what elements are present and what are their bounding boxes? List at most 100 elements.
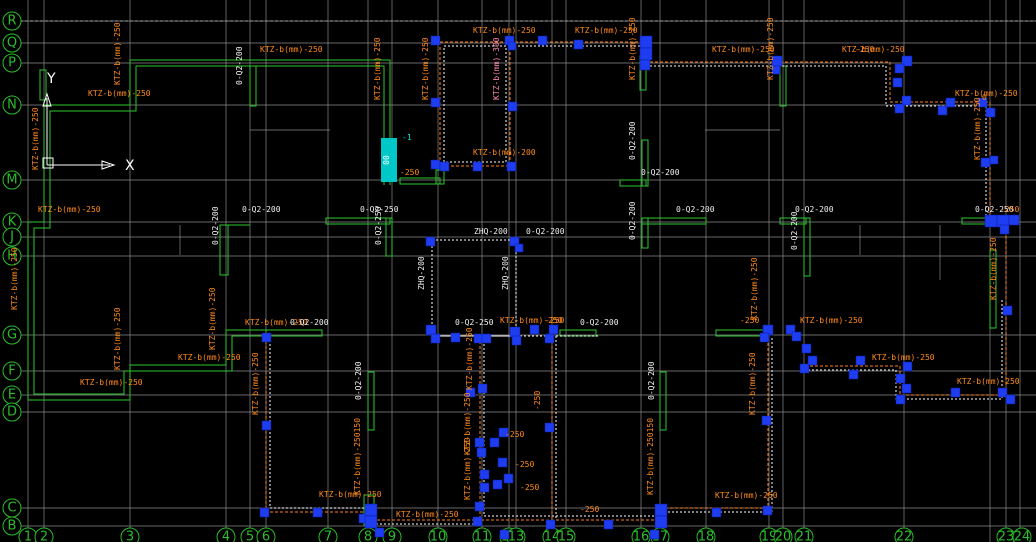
svg-text:5: 5	[246, 530, 254, 542]
svg-text:10: 10	[430, 530, 447, 542]
svg-text:KTZ-b(mm)-250: KTZ-b(mm)-250	[260, 45, 323, 54]
svg-text:-250: -250	[740, 316, 759, 325]
axis-bubble-col[interactable]: 24	[1012, 527, 1032, 542]
svg-text:-250: -250	[545, 316, 564, 325]
axis-bubble-col[interactable]: 22	[894, 527, 914, 542]
svg-text:M: M	[6, 173, 17, 188]
svg-text:14: 14	[544, 530, 561, 542]
svg-text:9: 9	[388, 530, 396, 542]
svg-text:0-Q2-200: 0-Q2-200	[790, 211, 799, 250]
svg-text:KTZ-b(mm)-250: KTZ-b(mm)-250	[113, 22, 122, 85]
axis-bubble-col[interactable]: 2	[34, 527, 54, 542]
axis-bubble-col[interactable]: 1	[18, 527, 38, 542]
svg-text:F: F	[8, 364, 15, 379]
axis-bubble-col[interactable]: 10	[428, 527, 448, 542]
svg-text:20: 20	[775, 530, 792, 542]
svg-text:KTZ-b(mm)-250: KTZ-b(mm)-250	[319, 490, 382, 499]
axis-bubble-col[interactable]: 20	[773, 527, 793, 542]
axis-bubble-col[interactable]: 3	[120, 527, 140, 542]
svg-text:R: R	[7, 14, 16, 29]
svg-text:KTZ-b(mm)-250: KTZ-b(mm)-250	[575, 26, 638, 35]
svg-text:-250: -250	[1000, 205, 1019, 214]
svg-text:KTZ-b(mm)-250: KTZ-b(mm)-250	[748, 352, 757, 415]
svg-text:KTZ-b(mm)-250: KTZ-b(mm)-250	[245, 318, 308, 327]
svg-text:KTZ-b(mm)-250: KTZ-b(mm)-250	[955, 89, 1018, 98]
axis-bubble-col[interactable]: 19	[759, 527, 779, 542]
axis-bubble-row[interactable]: B	[2, 516, 22, 536]
svg-text:11: 11	[474, 530, 491, 542]
svg-text:KTZ-b(mm)-250: KTZ-b(mm)-250	[973, 97, 982, 160]
svg-text:KTZ-b(mm)-250: KTZ-b(mm)-250	[373, 37, 382, 100]
axis-bubble-col[interactable]: 8	[358, 527, 378, 542]
axis-bubble-row[interactable]: H	[2, 246, 22, 266]
annotations: KTZ-b(mm)-250 KTZ-b(mm)-250 KTZ-b(mm)-25…	[10, 17, 1020, 519]
svg-text:22: 22	[896, 530, 913, 542]
axis-bubble-row[interactable]: G	[2, 325, 22, 345]
svg-text:3: 3	[126, 530, 134, 542]
svg-text:P: P	[8, 56, 16, 71]
walls	[27, 55, 997, 526]
svg-text:KTZ-b(mm)-250: KTZ-b(mm)-250	[88, 89, 151, 98]
svg-text:KTZ-b(mm)-250: KTZ-b(mm)-250	[31, 107, 40, 170]
axis-bubble-col[interactable]: 9	[382, 527, 402, 542]
axis-bubble-col[interactable]: 13	[506, 527, 526, 542]
svg-text:KTZ-b(mm)-250: KTZ-b(mm)-250	[463, 392, 472, 455]
axis-bubble-col[interactable]: 11	[472, 527, 492, 542]
axis-bubble-row[interactable]: P	[2, 53, 22, 73]
axis-bubble-col[interactable]: 23	[996, 527, 1016, 542]
svg-text:24: 24	[1014, 530, 1031, 542]
axis-bubble-col[interactable]: 14	[542, 527, 562, 542]
svg-text:4: 4	[222, 530, 230, 542]
svg-text:KTZ-b(mm)-250: KTZ-b(mm)-250	[989, 237, 998, 300]
svg-text:0-Q2-250: 0-Q2-250	[374, 206, 383, 245]
ucs-y-label: Y	[46, 71, 56, 87]
svg-text:H: H	[7, 249, 17, 264]
svg-text:0-Q2-200: 0-Q2-200	[628, 121, 637, 160]
axis-bubble-col[interactable]: 21	[794, 527, 814, 542]
svg-text:0-Q2-200: 0-Q2-200	[641, 168, 680, 177]
svg-text:ZHQ-200: ZHQ-200	[474, 227, 508, 236]
axis-bubble-col[interactable]: 16	[631, 527, 651, 542]
beams	[265, 41, 1007, 525]
svg-text:0-Q2-200: 0-Q2-200	[235, 46, 244, 85]
svg-text:15: 15	[558, 530, 575, 542]
svg-text:KTZ-b(mm)-250: KTZ-b(mm)-250	[715, 491, 778, 500]
axis-bubble-row[interactable]: F	[2, 361, 22, 381]
svg-text:-250: -250	[515, 460, 534, 469]
axis-bubble-col[interactable]: 15	[556, 527, 576, 542]
svg-text:-250: -250	[505, 430, 524, 439]
svg-text:ZHQ-200: ZHQ-200	[417, 256, 426, 290]
svg-text:KTZ-b(mm)-250: KTZ-b(mm)-250	[500, 316, 563, 325]
svg-text:0-Q2-200: 0-Q2-200	[354, 361, 363, 400]
axis-bubble-col[interactable]: 18	[696, 527, 716, 542]
svg-text:19: 19	[761, 530, 778, 542]
selected-element[interactable]: 00 -1	[381, 133, 412, 182]
svg-text:0-Q2-200: 0-Q2-200	[211, 206, 220, 245]
axis-bubble-row[interactable]: N	[2, 95, 22, 115]
axis-bubble-row[interactable]: J	[2, 227, 22, 247]
axis-grid	[20, 0, 1036, 542]
svg-text:KTZ-b(mm)-250: KTZ-b(mm)-250	[628, 17, 637, 80]
axis-bubble-col[interactable]: 4	[216, 527, 236, 542]
axis-bubble-row[interactable]: M	[2, 170, 22, 190]
axis-bubble-row[interactable]: Q	[2, 33, 22, 53]
axis-bubble-row[interactable]: R	[2, 11, 22, 31]
ucs-x-label: X	[125, 158, 135, 174]
svg-text:0-Q2-200: 0-Q2-200	[526, 227, 565, 236]
svg-text:0-Q2-200: 0-Q2-200	[647, 361, 656, 400]
axis-bubble-row[interactable]: D	[2, 402, 22, 422]
axis-bubble-row[interactable]: E	[2, 385, 22, 405]
axis-bubble-col[interactable]: 5	[240, 527, 260, 542]
axis-bubble-col[interactable]: 6	[256, 527, 276, 542]
axis-bubble-row[interactable]: C	[2, 498, 22, 518]
svg-text:0-Q2-200: 0-Q2-200	[795, 205, 834, 214]
svg-text:KTZ-b(mm)-250: KTZ-b(mm)-250	[38, 205, 101, 214]
svg-text:23: 23	[998, 530, 1015, 542]
svg-text:KTZ-b(mm)-250: KTZ-b(mm)-250	[842, 45, 905, 54]
axis-bubble-col[interactable]: 7	[318, 527, 338, 542]
svg-text:KTZ-b(mm)-300: KTZ-b(mm)-300	[492, 37, 501, 100]
svg-text:18: 18	[698, 530, 715, 542]
svg-text:KTZ-b(mm)-250: KTZ-b(mm)-250	[10, 247, 19, 310]
svg-text:KTZ-b(mm)-250: KTZ-b(mm)-250	[463, 437, 472, 500]
